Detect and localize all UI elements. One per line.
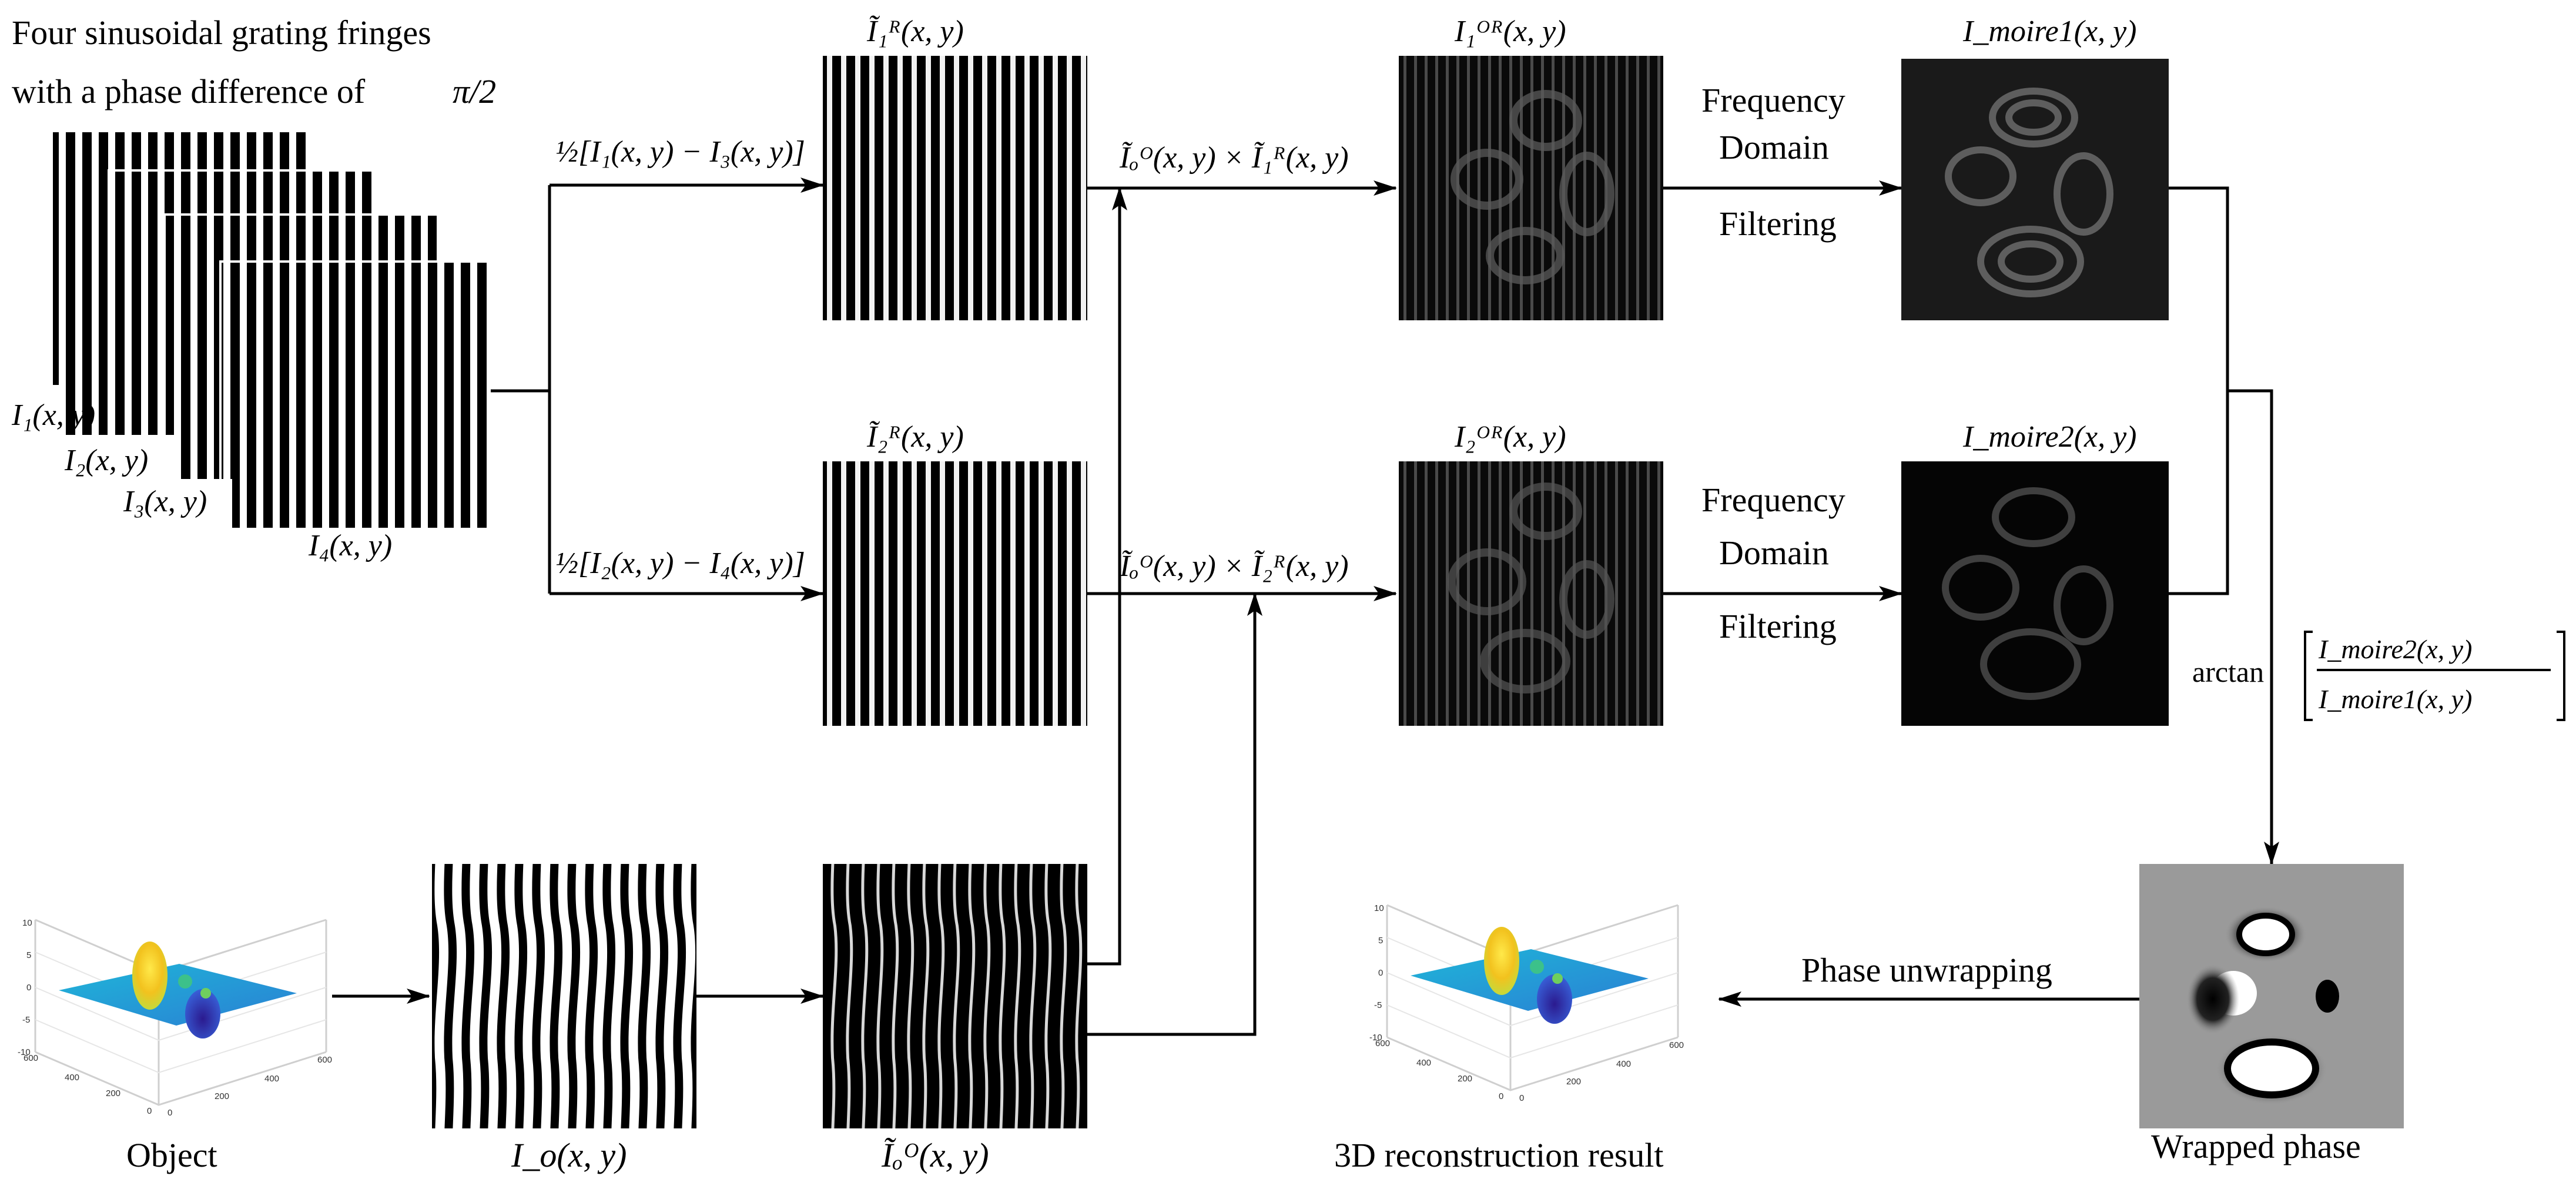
obj-y-tick-3: 400: [264, 1074, 279, 1084]
filter-top-line-2: Domain: [1719, 128, 1829, 166]
obj-z-tick-5: -10: [18, 1047, 31, 1057]
arctan-numerator: I_moire2(x, y): [2318, 634, 2472, 664]
filter-bottom-line-2: Domain: [1719, 534, 1829, 572]
fringe-image-4: [219, 260, 492, 530]
ref-grating-1-image: [823, 56, 1087, 320]
rec-z-tick-5: -10: [1369, 1033, 1382, 1043]
rec-y-tick-3: 400: [1616, 1059, 1631, 1069]
flow-lines: [332, 177, 2279, 1036]
arctan-word: arctan: [2192, 655, 2264, 688]
moire1-label: I_moire1(x, y): [1962, 15, 2137, 48]
diff-bottom-label: ½[I₂(x, y) − I₄(x, y)]: [555, 547, 805, 580]
rec-z-tick-3: 0: [1378, 968, 1383, 978]
io-fringe-image: [432, 864, 696, 1128]
diff-top-label: ½[I₁(x, y) − I₃(x, y)]: [555, 135, 805, 169]
obj-x-tick-2: 400: [65, 1073, 79, 1083]
moire2-image: [1901, 461, 2169, 726]
rec-y-tick-4: 600: [1669, 1040, 1684, 1050]
io-caption: I_o(x, y): [511, 1136, 627, 1174]
obj-z-tick-1: 10: [22, 918, 32, 928]
obj-z-tick-3: 0: [26, 983, 31, 993]
obj-z-tick-4: -5: [22, 1015, 30, 1025]
obj-x-tick-4: 0: [147, 1106, 152, 1116]
header-pi-half: π/2: [453, 72, 496, 110]
filter-bottom-line-1: Frequency: [1701, 481, 1845, 519]
header-line-1: Four sinusoidal grating fringes: [12, 14, 431, 52]
moire1-image: [1901, 59, 2169, 320]
rec-x-tick-2: 400: [1416, 1058, 1431, 1068]
obj-y-tick-2: 200: [215, 1091, 229, 1101]
obj-z-tick-2: 5: [26, 950, 31, 960]
reconstruction-caption: 3D reconstruction result: [1334, 1136, 1664, 1174]
label-i3: I₃(x, y): [123, 485, 207, 518]
ref1-label: Ĩ₁ᴿ(x, y): [866, 15, 964, 48]
or1-image: [1399, 56, 1663, 320]
object-caption: Object: [126, 1136, 217, 1174]
mult-top-label: Ĩₒᴼ(x, y) × Ĩ₁ᴿ(x, y): [1119, 141, 1349, 175]
label-i4: I₄(x, y): [308, 529, 392, 562]
header-line-2: with a phase difference of: [12, 72, 366, 110]
io-tilde-caption: Ĩₒᴼ(x, y): [881, 1136, 989, 1174]
object-3d-plot: 10 5 0 -5 -10 600 400 200 0 0 200 400 60…: [18, 918, 332, 1118]
wrapped-phase-image: [2139, 864, 2404, 1128]
filter-top-line-3: Filtering: [1719, 205, 1837, 243]
mult-bottom-label: Ĩₒᴼ(x, y) × Ĩ₂ᴿ(x, y): [1119, 550, 1349, 583]
io-tilde-image: [823, 864, 1087, 1128]
wrapped-phase-caption: Wrapped phase: [2151, 1127, 2361, 1165]
or2-label: I₂ᴼᴿ(x, y): [1454, 420, 1566, 454]
ref-grating-2-image: [823, 461, 1087, 726]
or1-label: I₁ᴼᴿ(x, y): [1454, 15, 1566, 48]
ref2-label: Ĩ₂ᴿ(x, y): [866, 420, 964, 454]
arctan-formula: arctan I_moire2(x, y) I_moire1(x, y): [2192, 631, 2565, 721]
rec-y-tick-1: 0: [1519, 1093, 1524, 1103]
fringe-stack: [0, 132, 492, 532]
obj-y-tick-4: 600: [317, 1055, 332, 1065]
filter-bottom-line-3: Filtering: [1719, 607, 1837, 645]
rec-x-tick-1: 600: [1375, 1038, 1390, 1048]
moire2-label: I_moire2(x, y): [1962, 420, 2137, 454]
obj-x-tick-1: 600: [24, 1053, 38, 1063]
rec-z-tick-4: -5: [1374, 1000, 1382, 1010]
rec-z-tick-1: 10: [1374, 903, 1384, 913]
arctan-denominator: I_moire1(x, y): [2318, 684, 2472, 714]
filter-top-line-1: Frequency: [1701, 81, 1845, 119]
or2-image: [1399, 461, 1663, 726]
label-i2: I₂(x, y): [64, 444, 148, 477]
rec-x-tick-3: 200: [1458, 1074, 1472, 1084]
rec-x-tick-4: 0: [1499, 1091, 1503, 1101]
reconstruction-3d-plot: 10 5 0 -5 -10 600 400 200 0 0 200 400 60…: [1369, 903, 1684, 1103]
obj-x-tick-3: 200: [106, 1088, 120, 1098]
obj-y-tick-1: 0: [168, 1108, 172, 1118]
phase-unwrapping-label: Phase unwrapping: [1801, 951, 2052, 989]
rec-z-tick-2: 5: [1378, 936, 1383, 946]
label-i1: I₁(x, y): [11, 398, 95, 432]
rec-y-tick-2: 200: [1566, 1077, 1581, 1087]
